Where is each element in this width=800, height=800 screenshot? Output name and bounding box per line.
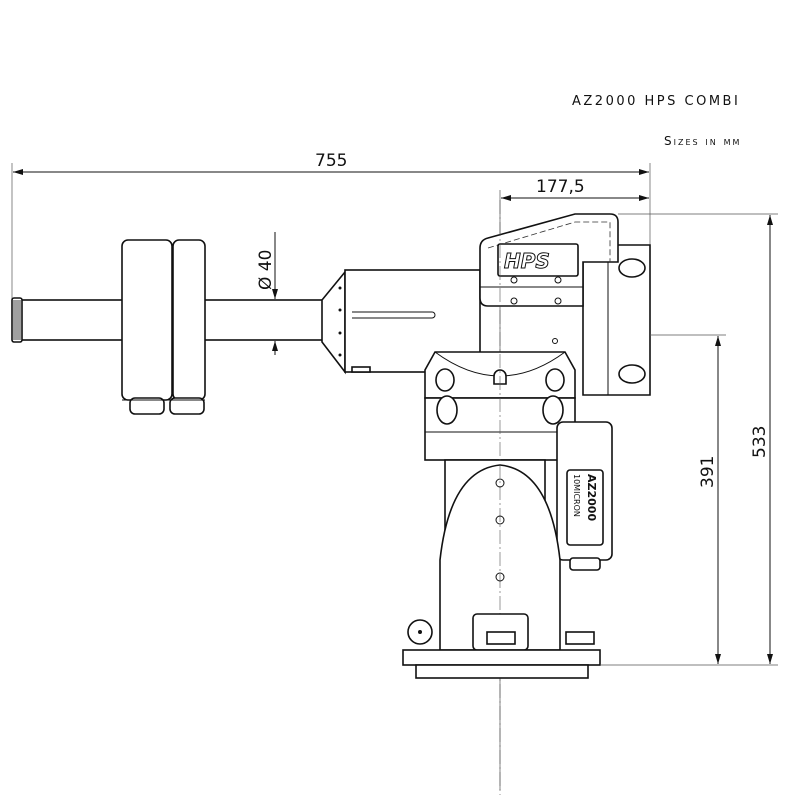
knob-icon bbox=[436, 395, 458, 425]
plate-model: AZ2000 bbox=[585, 474, 598, 521]
drawing-title: AZ2000 HPS COMBI bbox=[572, 94, 741, 109]
dimension-diameter-40-label: Ø 40 bbox=[256, 250, 276, 290]
dimension-177-5-label: 177,5 bbox=[536, 177, 585, 197]
knob-icon bbox=[542, 395, 564, 425]
hps-badge: HPS bbox=[504, 249, 550, 273]
azimuth-base bbox=[402, 200, 601, 795]
dimension-755: 755 bbox=[11, 151, 651, 300]
knob-icon bbox=[618, 364, 646, 384]
dimension-391: 391 bbox=[600, 334, 726, 666]
units-note: Sizes in mm bbox=[664, 134, 742, 148]
counterweights bbox=[121, 239, 206, 415]
motor-box: AZ2000 10MICRON bbox=[556, 421, 613, 571]
knob-icon bbox=[618, 258, 646, 278]
dimension-755-label: 755 bbox=[315, 151, 347, 171]
dimension-533: 533 bbox=[618, 213, 778, 666]
hps-head-block: HPS bbox=[479, 213, 651, 396]
plate-brand: 10MICRON bbox=[572, 474, 581, 517]
dimension-533-label: 533 bbox=[750, 426, 770, 458]
dimension-391-label: 391 bbox=[698, 456, 718, 488]
dimension-diameter-40: Ø 40 bbox=[256, 232, 278, 355]
